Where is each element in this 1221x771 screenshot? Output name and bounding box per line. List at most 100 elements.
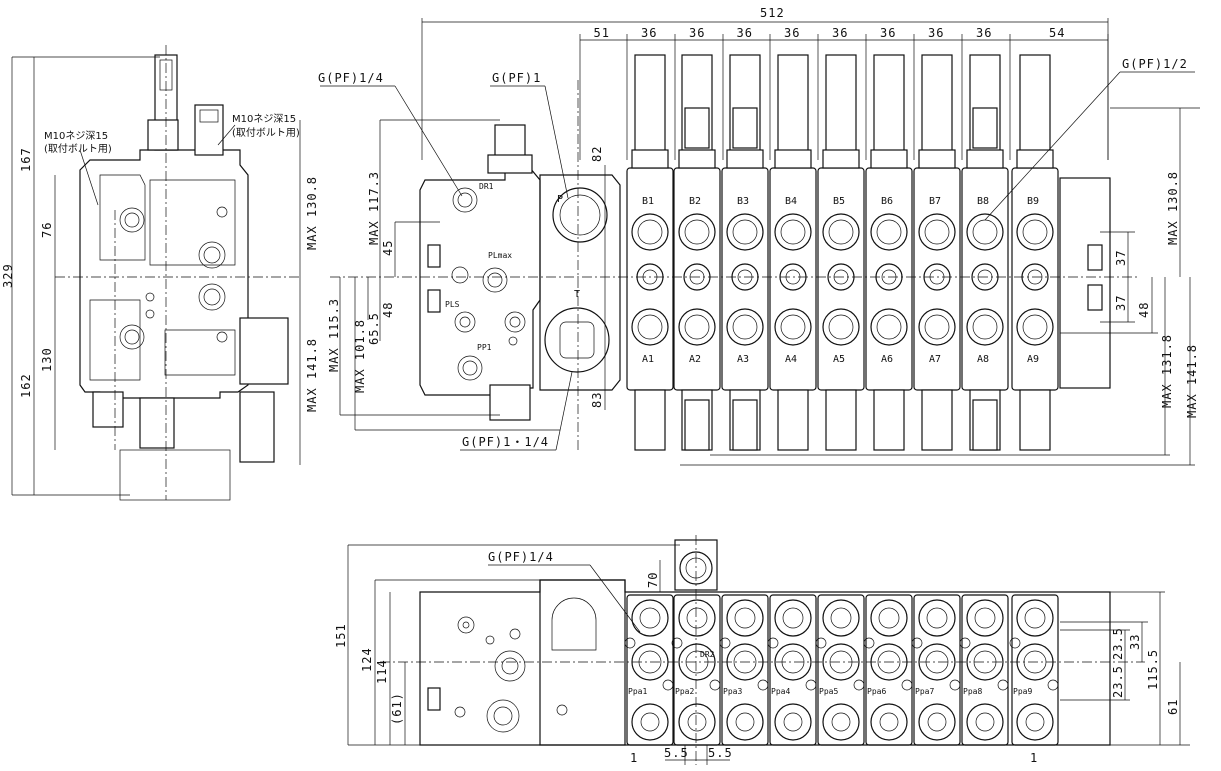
- port-a-inner: [876, 314, 902, 340]
- segment-width-label: 36: [928, 26, 944, 40]
- bottom-section-body: [961, 594, 1009, 746]
- bottom-port-low: [1016, 703, 1054, 741]
- bottom-port-top: [726, 599, 764, 637]
- port-b-inner: [732, 219, 758, 245]
- section-spool-cap: [825, 54, 857, 156]
- port-a: [726, 308, 764, 346]
- bottom-pilot-port: [662, 679, 674, 691]
- section-cap-base: [822, 149, 860, 169]
- dim-512: 512: [760, 6, 785, 20]
- port-a: [678, 308, 716, 346]
- section-label-b: B5: [833, 196, 845, 207]
- pilot-label: Ppa7: [915, 687, 934, 696]
- dim-115-5: 115.5: [1146, 649, 1160, 690]
- bottom-port-top: [822, 599, 860, 637]
- dim-max-115-3: MAX 115.3: [327, 298, 341, 372]
- section-lower-cap: [873, 389, 905, 451]
- bottom-port-top: [870, 599, 908, 637]
- section-label-a: A6: [881, 354, 893, 365]
- section-fitting: [732, 107, 758, 149]
- dim-33: 33: [1128, 634, 1142, 650]
- bottom-port-low: [966, 703, 1004, 741]
- bottom-port-low-inner: [687, 712, 707, 732]
- bottom-port-top: [678, 599, 716, 637]
- bottom-section-body: [1011, 594, 1059, 746]
- bottom-pilot-port: [767, 637, 779, 649]
- pilot-label: Ppa6: [867, 687, 886, 696]
- bottom-port-low-inner: [879, 712, 899, 732]
- label-dr2: DR2: [700, 650, 715, 659]
- bottom-pilot-port: [949, 679, 961, 691]
- dim-70: 70: [646, 572, 660, 588]
- port-b-inner: [780, 219, 806, 245]
- port-b-inner: [684, 219, 710, 245]
- dim-23-5-a: 23.5: [1111, 627, 1125, 660]
- bottom-port-low-inner: [1025, 712, 1045, 732]
- port-a-inner: [1022, 314, 1048, 340]
- dim-r-37a: 37: [1114, 250, 1128, 266]
- bottom-pilot-port: [671, 637, 683, 649]
- label-plmax: PLmax: [488, 251, 512, 260]
- bottom-port-low: [918, 703, 956, 741]
- bottom-pilot-port: [1009, 637, 1021, 649]
- dim-162: 162: [19, 373, 33, 398]
- section-spool-cap: [921, 54, 953, 156]
- bottom-port-low: [678, 703, 716, 741]
- bottom-port-low-inner: [640, 712, 660, 732]
- port-b-inner: [972, 219, 998, 245]
- dim-124: 124: [360, 647, 374, 672]
- dim-23-5-b: 23.5: [1111, 665, 1125, 698]
- section-label-a: A3: [737, 354, 749, 365]
- section-label-a: A4: [785, 354, 797, 365]
- bottom-port-top: [918, 599, 956, 637]
- pilot-label: Ppa8: [963, 687, 982, 696]
- bottom-pilot-port: [624, 637, 636, 649]
- section-spool-cap: [777, 54, 809, 156]
- section-cap-base: [631, 149, 669, 169]
- port-a: [870, 308, 908, 346]
- bottom-section-body: [913, 594, 961, 746]
- bottom-pilot-port: [853, 679, 865, 691]
- section-lower-cap: [1019, 389, 1051, 451]
- port-b: [1016, 213, 1054, 251]
- bottom-pilot-port: [959, 637, 971, 649]
- label-pp1: PP1: [477, 343, 492, 352]
- note-left-line1: M10ネジ深15: [44, 130, 108, 142]
- bottom-section-body: [769, 594, 817, 746]
- dim-1-a: 1: [630, 751, 638, 765]
- section-label-a: A8: [977, 354, 989, 365]
- port-a: [631, 308, 669, 346]
- port-a-inner: [732, 314, 758, 340]
- dim-151: 151: [334, 623, 348, 648]
- dim-5-5-b: 5.5: [708, 746, 733, 760]
- dim-max-101-8: MAX 101.8: [353, 319, 367, 393]
- bottom-port-low-inner: [975, 712, 995, 732]
- section-lower-cap: [825, 389, 857, 451]
- bottom-section-body: [721, 594, 769, 746]
- dim-max-130-8: MAX 130.8: [305, 176, 319, 250]
- section-label-a: A1: [642, 354, 654, 365]
- bottom-port-top-inner: [830, 607, 852, 629]
- port-a-inner: [924, 314, 950, 340]
- section-cap-base: [774, 149, 812, 169]
- bottom-port-low: [774, 703, 812, 741]
- section-lower-cap: [634, 389, 666, 451]
- bottom-port-top: [1016, 599, 1054, 637]
- section-label-a: A2: [689, 354, 701, 365]
- section-cap-base: [918, 149, 956, 169]
- note-right-line1: M10ネジ深15: [232, 113, 296, 125]
- bottom-section-body: [817, 594, 865, 746]
- dim-82: 82: [590, 146, 604, 162]
- bottom-port-mid: [678, 643, 716, 681]
- section-label-b: B9: [1027, 196, 1039, 207]
- bottom-pilot-port: [1047, 679, 1059, 691]
- callout-pf-1-2: G(PF)1/2: [1122, 57, 1188, 71]
- segment-width-label: 36: [976, 26, 992, 40]
- dim-61-paren: (61): [390, 692, 404, 725]
- bottom-port-top-inner: [782, 607, 804, 629]
- bottom-pilot-port: [863, 637, 875, 649]
- section-label-b: B7: [929, 196, 941, 207]
